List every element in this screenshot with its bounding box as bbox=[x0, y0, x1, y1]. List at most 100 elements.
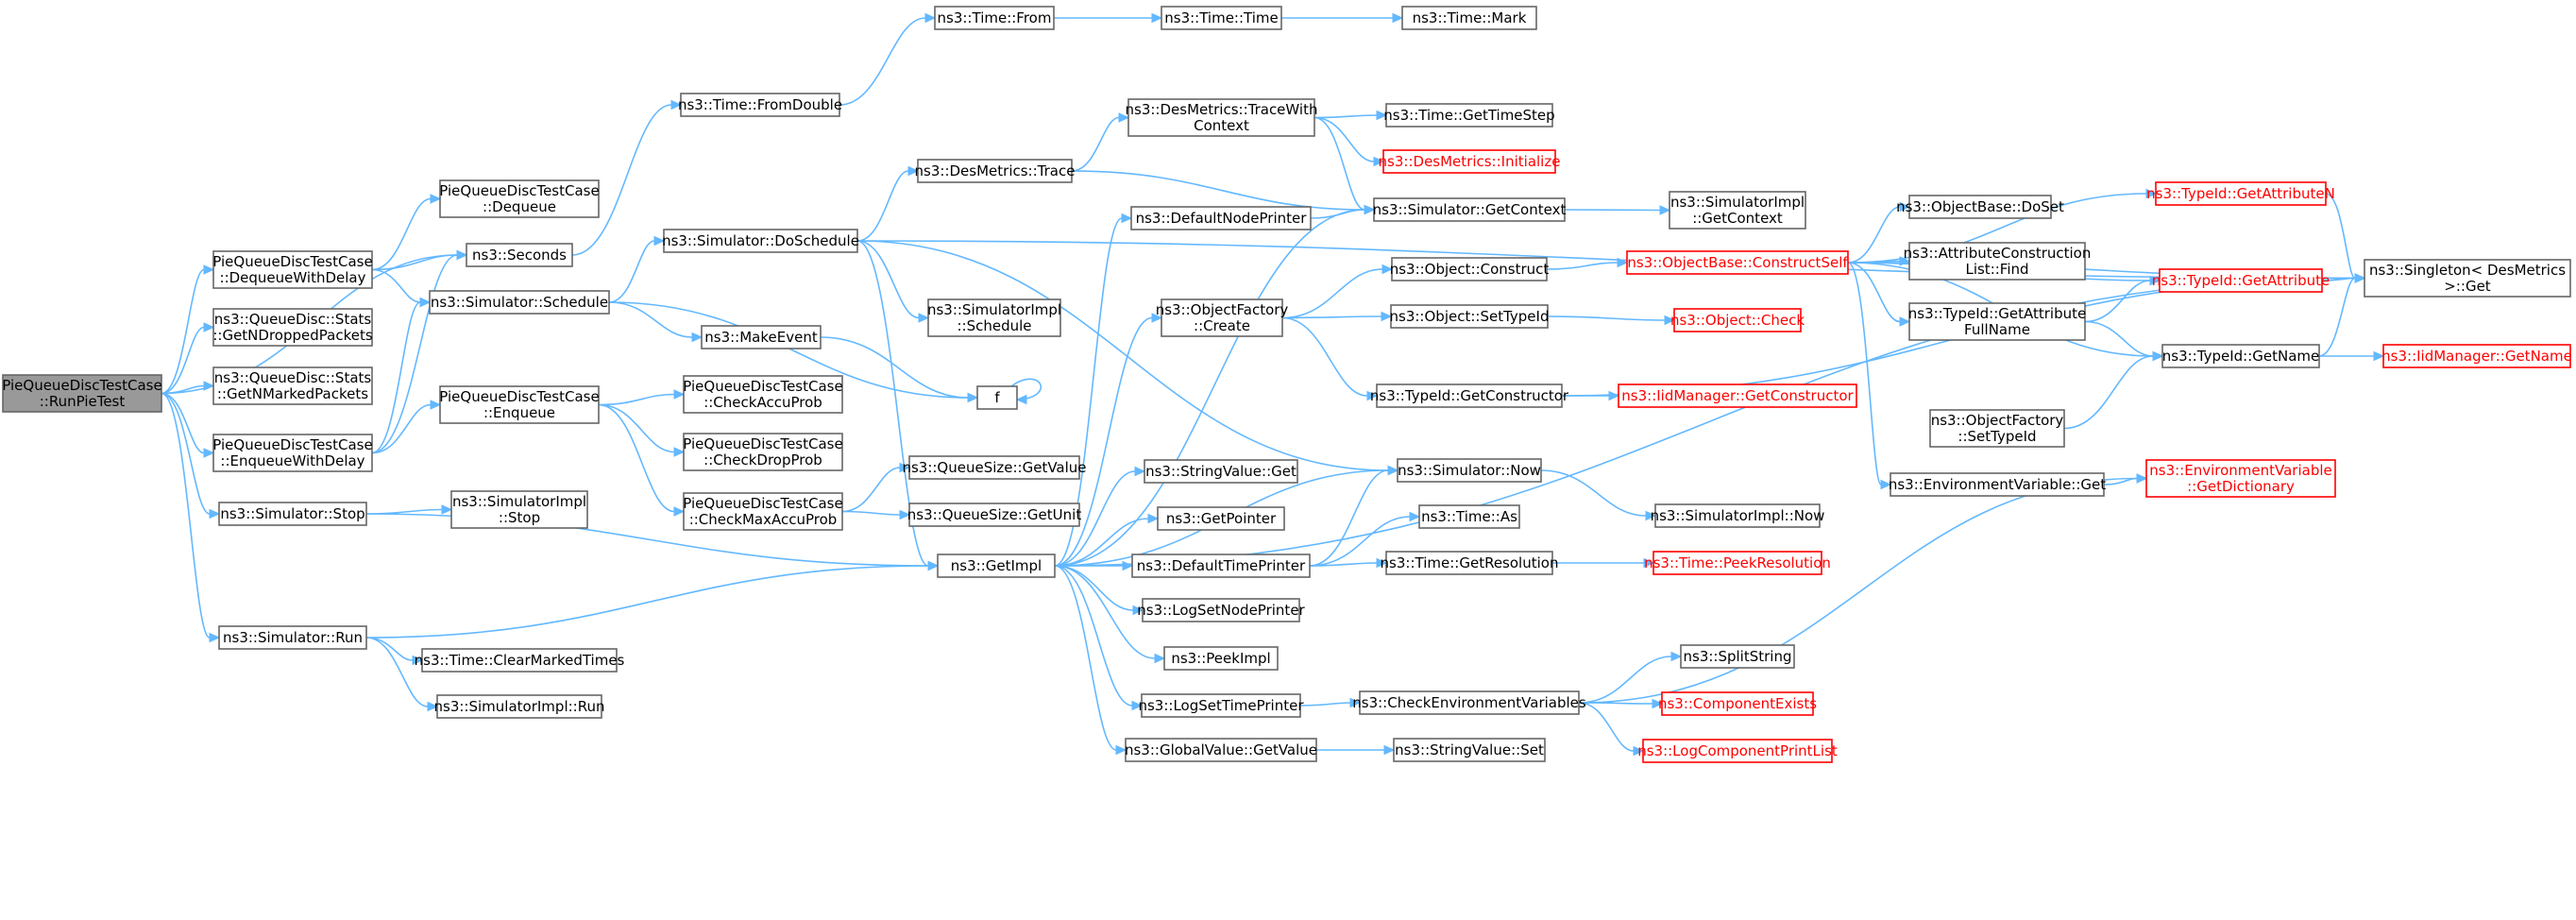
node-log-set-node[interactable]: ns3::LogSetNodePrinter bbox=[1137, 598, 1306, 622]
node-box bbox=[212, 250, 373, 289]
edge-line bbox=[1847, 193, 2147, 264]
node-get-nmarked[interactable]: ns3::QueueDisc::Stats::GetNMarkedPackets bbox=[212, 366, 373, 405]
node-do-schedule[interactable]: ns3::Simulator::DoSchedule bbox=[662, 229, 859, 253]
node-label: ns3::GlobalValue::GetValue bbox=[1125, 741, 1317, 758]
node-box bbox=[908, 455, 1080, 480]
node-time-time[interactable]: ns3::Time::Time bbox=[1161, 6, 1282, 30]
node-comp-exists[interactable]: ns3::ComponentExists bbox=[1658, 691, 1817, 716]
node-time-from[interactable]: ns3::Time::From bbox=[934, 6, 1055, 30]
node-check-accu[interactable]: PieQueueDiscTestCase::CheckAccuProb bbox=[683, 375, 843, 414]
node-log-set-time[interactable]: ns3::LogSetTimePrinter bbox=[1138, 693, 1304, 718]
node-split-string[interactable]: ns3::SplitString bbox=[1680, 644, 1795, 669]
node-f[interactable]: f bbox=[976, 385, 1018, 410]
edge-arrowhead bbox=[1349, 697, 1362, 708]
edge-arrowhead bbox=[1617, 257, 1629, 268]
node-time-get-res[interactable]: ns3::Time::GetResolution bbox=[1381, 551, 1559, 575]
node-check-env[interactable]: ns3::CheckEnvironmentVariables bbox=[1352, 690, 1586, 715]
node-iid-get-name[interactable]: ns3::IidManager::GetName bbox=[2381, 344, 2572, 368]
node-box bbox=[1373, 197, 1566, 222]
edge-enqueue-with-delay-to-enqueue bbox=[371, 400, 442, 454]
node-label: ns3::Simulator::Now bbox=[1398, 462, 1541, 479]
node-singleton-get[interactable]: ns3::Singleton< DesMetrics >::Get bbox=[2364, 259, 2571, 298]
edge-line bbox=[1309, 469, 1389, 567]
edge-get-impl-to-sv-get bbox=[1054, 466, 1146, 567]
node-impl-schedule[interactable]: ns3::SimulatorImpl::Schedule bbox=[927, 298, 1061, 337]
edge-arrowhead bbox=[1373, 156, 1385, 167]
node-tid-get-attr[interactable]: ns3::TypeId::GetAttribute bbox=[2152, 268, 2330, 293]
edge-arrowhead bbox=[1664, 315, 1676, 326]
node-dequeue-with-delay[interactable]: PieQueueDiscTestCase::DequeueWithDelay bbox=[212, 250, 373, 289]
node-sim-stop[interactable]: ns3::Simulator::Stop bbox=[218, 502, 367, 526]
node-label: ns3::IidManager::GetName bbox=[2381, 348, 2572, 365]
node-env-get-dict[interactable]: ns3::EnvironmentVariable::GetDictionary bbox=[2145, 459, 2336, 498]
node-impl-now[interactable]: ns3::SimulatorImpl::Now bbox=[1651, 503, 1825, 528]
node-clear-marked[interactable]: ns3::Time::ClearMarkedTimes bbox=[415, 648, 625, 673]
edge-get-impl-to-of-create bbox=[1054, 313, 1163, 567]
node-impl-stop[interactable]: ns3::SimulatorImpl::Stop bbox=[450, 490, 588, 529]
node-get-impl[interactable]: ns3::GetImpl bbox=[937, 554, 1056, 578]
node-sim-run[interactable]: ns3::Simulator::Run bbox=[218, 625, 367, 650]
node-time-mark[interactable]: ns3::Time::Mark bbox=[1401, 6, 1537, 30]
node-iid-get-ctor[interactable]: ns3::IidManager::GetConstructor bbox=[1618, 383, 1857, 408]
edge-get-impl-to-log-set-time bbox=[1054, 565, 1144, 711]
node-get-ndropped[interactable]: ns3::QueueDisc::Stats::GetNDroppedPacket… bbox=[212, 308, 373, 347]
node-get-time-step[interactable]: ns3::Time::GetTimeStep bbox=[1383, 103, 1555, 128]
node-gv-get-value[interactable]: ns3::GlobalValue::GetValue bbox=[1125, 738, 1317, 762]
edge-line bbox=[371, 403, 432, 454]
node-tid-get-ctor[interactable]: ns3::TypeId::GetConstructor bbox=[1370, 383, 1569, 408]
node-schedule[interactable]: ns3::Simulator::Schedule bbox=[429, 290, 610, 315]
node-get-pointer[interactable]: ns3::GetPointer bbox=[1157, 506, 1285, 531]
node-sv-get[interactable]: ns3::StringValue::Get bbox=[1144, 459, 1298, 484]
node-dequeue[interactable]: PieQueueDiscTestCase::Dequeue bbox=[439, 179, 600, 218]
node-ob-do-set[interactable]: ns3::ObjectBase::DoSet bbox=[1896, 195, 2064, 219]
node-make-event[interactable]: ns3::MakeEvent bbox=[701, 325, 822, 349]
node-impl-run[interactable]: ns3::SimulatorImpl::Run bbox=[434, 694, 605, 719]
node-obj-construct[interactable]: ns3::Object::Construct bbox=[1390, 257, 1550, 281]
node-label: ns3::ObjectBase::DoSet bbox=[1896, 198, 2064, 215]
node-sv-set[interactable]: ns3::StringValue::Set bbox=[1393, 738, 1546, 762]
node-seconds[interactable]: ns3::Seconds bbox=[466, 243, 573, 267]
node-qs-get-unit[interactable]: ns3::QueueSize::GetUnit bbox=[907, 503, 1082, 527]
node-tid-get-attr-n[interactable]: ns3::TypeId::GetAttributeN bbox=[2146, 181, 2335, 206]
node-label: FullName bbox=[1964, 321, 2030, 338]
node-box bbox=[1642, 739, 1833, 763]
node-qs-get-value[interactable]: ns3::QueueSize::GetValue bbox=[902, 455, 1087, 480]
node-peek-impl[interactable]: ns3::PeekImpl bbox=[1163, 646, 1279, 671]
node-label: ns3::TypeId::GetConstructor bbox=[1370, 387, 1569, 404]
node-check-max[interactable]: PieQueueDiscTestCase::CheckMaxAccuProb bbox=[683, 492, 843, 531]
node-des-init[interactable]: ns3::DesMetrics::Initialize bbox=[1379, 149, 1561, 174]
node-of-set-type-id[interactable]: ns3::ObjectFactory::SetTypeId bbox=[1929, 409, 2065, 448]
node-root[interactable]: PieQueueDiscTestCase::RunPieTest bbox=[2, 374, 162, 413]
node-def-time-printer[interactable]: ns3::DefaultTimePrinter bbox=[1131, 554, 1311, 578]
node-sim-get-ctx[interactable]: ns3::Simulator::GetContext bbox=[1373, 197, 1567, 222]
node-label: ns3::Time::GetTimeStep bbox=[1383, 107, 1554, 124]
node-impl-get-ctx[interactable]: ns3::SimulatorImpl::GetContext bbox=[1669, 191, 1806, 230]
node-enqueue[interactable]: PieQueueDiscTestCase::Enqueue bbox=[439, 385, 600, 424]
edge-line bbox=[841, 467, 901, 513]
edge-trace-with-ctx-to-sim-get-ctx bbox=[1313, 116, 1376, 215]
edge-line bbox=[608, 240, 655, 303]
node-sim-now[interactable]: ns3::Simulator::Now bbox=[1397, 458, 1542, 483]
edge-line bbox=[1071, 116, 1120, 172]
node-obj-set-type-id[interactable]: ns3::Object::SetTypeId bbox=[1390, 304, 1550, 329]
node-env-get[interactable]: ns3::EnvironmentVariable::Get bbox=[1889, 472, 2106, 497]
node-obj-check[interactable]: ns3::Object::Check bbox=[1670, 308, 1805, 332]
node-box bbox=[1385, 103, 1553, 128]
node-box bbox=[1142, 598, 1300, 622]
node-of-create[interactable]: ns3::ObjectFactory::Create bbox=[1156, 298, 1289, 337]
node-enqueue-with-delay[interactable]: PieQueueDiscTestCase::EnqueueWithDelay bbox=[212, 434, 373, 472]
edge-line bbox=[365, 637, 429, 707]
node-ob-construct-self[interactable]: ns3::ObjectBase::ConstructSelf bbox=[1626, 250, 1849, 275]
node-peek-res[interactable]: ns3::Time::PeekResolution bbox=[1644, 551, 1831, 575]
node-label: ns3::Simulator::Stop bbox=[220, 505, 364, 522]
node-des-trace[interactable]: ns3::DesMetrics::Trace bbox=[915, 159, 1076, 183]
node-from-double[interactable]: ns3::Time::FromDouble bbox=[678, 93, 842, 117]
node-def-node-printer[interactable]: ns3::DefaultNodePrinter bbox=[1130, 206, 1312, 230]
node-log-comp-print[interactable]: ns3::LogComponentPrintList bbox=[1637, 739, 1838, 763]
node-tid-get-name[interactable]: ns3::TypeId::GetName bbox=[2161, 344, 2320, 368]
node-time-as[interactable]: ns3::Time::As bbox=[1418, 504, 1520, 529]
node-check-drop[interactable]: PieQueueDiscTestCase::CheckDropProb bbox=[683, 433, 843, 471]
